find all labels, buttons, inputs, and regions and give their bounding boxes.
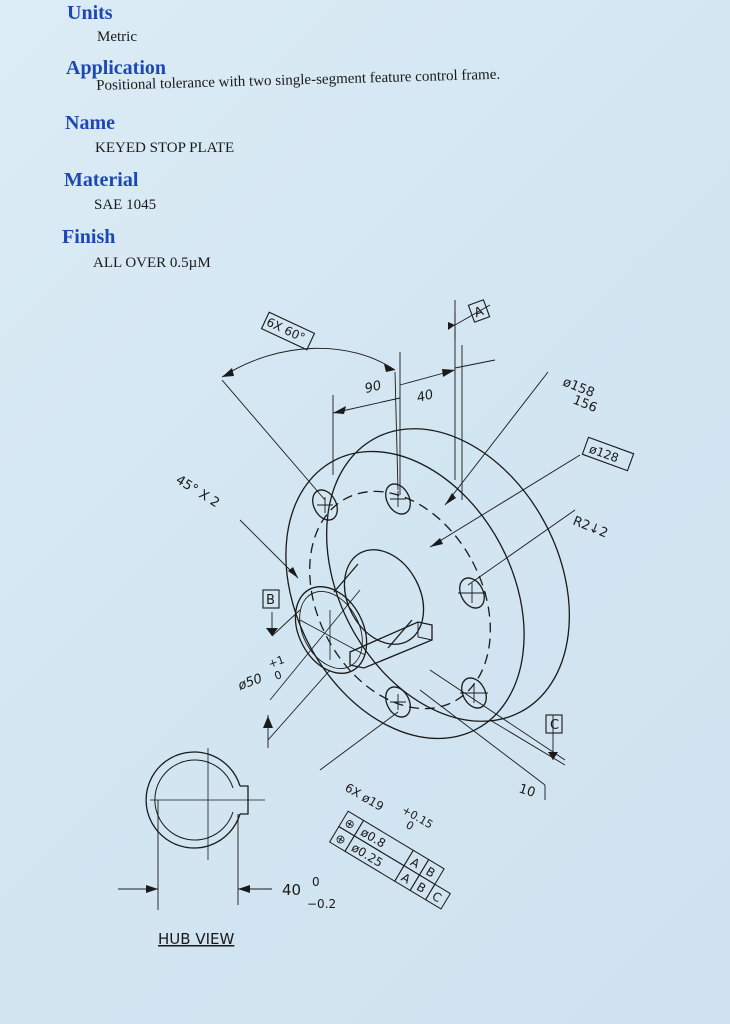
fcf2-datum-b: B: [414, 880, 428, 896]
hub-dia-label: ø50: [235, 671, 264, 694]
hub-chamfer: [299, 591, 363, 669]
hub: [294, 549, 433, 674]
hub-tol-upper: +1: [267, 653, 287, 671]
datum-a-label: A: [472, 304, 486, 321]
bolt-circle: [309, 490, 491, 710]
application-heading: Application: [66, 57, 167, 79]
hub-centerline: [299, 610, 366, 660]
angle-arc: [221, 347, 396, 378]
material-value: SAE 1045: [94, 197, 157, 213]
dia-128-box: [581, 436, 635, 472]
holes-tol-lower: 0: [404, 818, 417, 833]
hub-tol-lower: 0: [273, 668, 284, 683]
plate-back-edge: [325, 428, 571, 722]
hub-front-end: [294, 586, 368, 674]
units-value: Metric: [97, 29, 137, 45]
bolt-hole: [461, 677, 487, 709]
hub-back-end: [343, 549, 425, 645]
plate-front-face: [285, 450, 525, 740]
name-heading: Name: [65, 112, 115, 134]
dim-90-label: 90: [363, 378, 383, 397]
fcf1-datum-b: B: [423, 864, 437, 880]
bolt-hole: [385, 483, 411, 515]
finish-heading: Finish: [62, 226, 116, 248]
hub-view-label: HUB VIEW: [158, 930, 234, 948]
holes-dia-label: 6X ø19: [343, 780, 387, 813]
bolt-hole: [385, 686, 411, 718]
dim-10-label: 10: [517, 782, 537, 801]
key-tol-upper: 0: [312, 875, 320, 889]
datum-b-label: B: [266, 593, 275, 608]
feature-control-frames: ⊕ ø0.8 A B ⊕ ø0.25 A B C: [328, 810, 451, 910]
specification-block: Units Metric Application Positional tole…: [0, 0, 730, 280]
datum-c-label: C: [550, 718, 559, 733]
fcf2-datum-c: C: [430, 889, 444, 905]
dim-40-label: 40: [415, 387, 435, 406]
finish-value: ALL OVER 0.5µM: [93, 255, 211, 271]
material-heading: Material: [64, 169, 139, 191]
units-heading: Units: [67, 2, 113, 24]
bolt-hole: [459, 577, 485, 609]
hub-view: 40 0 −0.2 HUB VIEW: [118, 748, 336, 948]
bolt-holes: [312, 483, 487, 718]
radius-label: R2↓2: [571, 514, 610, 542]
datum-c-box: [545, 714, 563, 734]
angle-box: [260, 311, 316, 351]
name-value: KEYED STOP PLATE: [95, 140, 235, 156]
datum-a-box: [467, 299, 491, 323]
datum-b-box: [262, 589, 280, 609]
hub-view-outer-circle: [145, 751, 241, 849]
key-dim-label: 40: [282, 881, 301, 899]
key-tol-lower: −0.2: [307, 897, 336, 911]
chamfer-label: 45° X 2: [173, 473, 222, 511]
dia-156-label: 156: [571, 393, 600, 416]
